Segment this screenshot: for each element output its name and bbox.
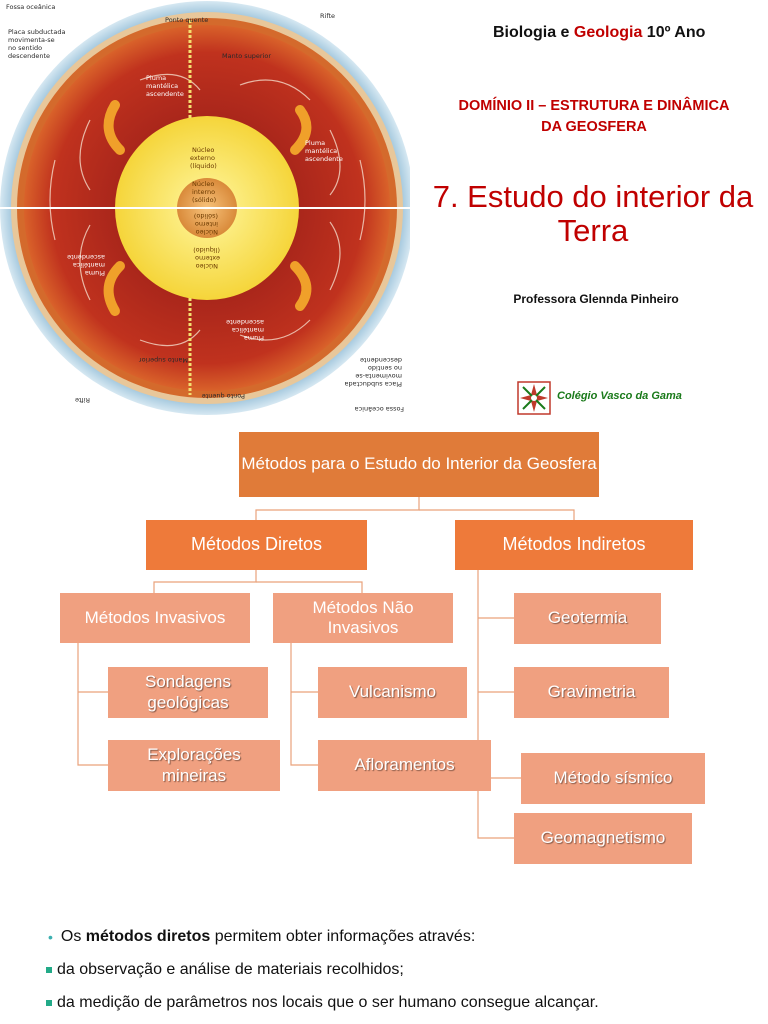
label-rift-mirror: Rifte <box>75 396 90 404</box>
domain-title: DOMÍNIO II – ESTRUTURA E DINÂMICA DA GEO… <box>420 96 768 138</box>
teacher-name: Professora Glennda Pinheiro <box>513 292 679 306</box>
label-outer-core-3: (líquido) <box>190 162 217 170</box>
label-plume-mirror-b: Pluma <box>85 269 105 277</box>
label-hot-spot: Ponto quente <box>165 16 208 24</box>
label-hot-spot-mirror: Ponto quente <box>202 392 245 400</box>
school-logo: Colégio Vasco da Gama <box>517 381 707 415</box>
concept-mining-box: Explorações mineiras <box>108 740 280 791</box>
label-outer-core: Núcleo <box>192 146 214 154</box>
concept-soundings-box: Sondagens geológicas <box>108 667 268 718</box>
concept-outcrops-label: Afloramentos <box>354 755 455 775</box>
concept-non-invasive-label: Métodos Não Invasivos <box>312 597 414 637</box>
label-subducted-plate-mirror-3: no sentido <box>368 364 402 372</box>
concept-seismic-box: Método sísmico <box>521 753 705 804</box>
school-name: Colégio Vasco da Gama <box>557 390 682 402</box>
label-plume-right-2: mantélica <box>305 147 337 155</box>
label-outer-core-mirror: Núcleo <box>196 262 218 270</box>
domain-title-line1: DOMÍNIO II – ESTRUTURA E DINÂMICA <box>458 98 730 114</box>
label-inner-core-mirror-3: (sólido) <box>194 212 218 220</box>
label-subducted-plate-4: descendente <box>8 52 50 60</box>
notes-intro-post: permitem obter informações através: <box>210 927 476 945</box>
label-plume-right: Pluma <box>305 139 325 147</box>
domain-title-line2: DA GEOSFERA <box>541 119 647 135</box>
notes-item-1: da observação e análise de materiais rec… <box>46 953 768 986</box>
concept-non-invasive-box: Métodos Não Invasivos <box>273 593 453 643</box>
topic-title-line2: Terra <box>557 213 629 248</box>
label-plume-mirror-b2: mantélica <box>73 261 105 269</box>
bullet-square-icon <box>46 967 52 973</box>
label-inner-core: Núcleo <box>192 180 214 188</box>
bullet-square-icon <box>46 1000 52 1006</box>
subject-biology: Biologia e <box>493 24 574 41</box>
label-plume-right-3: ascendente <box>305 155 343 163</box>
subject-line: Biologia e Geologia 10º Ano <box>493 24 705 42</box>
label-inner-core-mirror: Núcleo <box>196 228 218 236</box>
label-plume-left-2: mantélica <box>146 82 178 90</box>
direct-methods-notes: • Os métodos diretos permitem obter info… <box>46 920 768 1019</box>
notes-intro: • Os métodos diretos permitem obter info… <box>48 920 768 953</box>
label-plume-left: Pluma <box>146 74 166 82</box>
label-inner-core-2: interno <box>192 188 215 196</box>
label-subducted-plate-mirror: Placa subductada <box>345 380 402 388</box>
concept-root-label: Métodos para o Estudo do Interior da Geo… <box>241 454 597 474</box>
concept-geothermy-box: Geotermia <box>514 593 661 644</box>
concept-geomagnetism-box: Geomagnetismo <box>514 813 692 864</box>
label-rift: Rifte <box>320 12 335 20</box>
label-plume-mirror-2: mantélica <box>232 326 264 334</box>
label-inner-core-mirror-2: interno <box>195 220 218 228</box>
concept-indirect-box: Métodos Indiretos <box>455 520 693 570</box>
concept-seismic-label: Método sísmico <box>553 768 673 788</box>
concept-direct-label: Métodos Diretos <box>190 534 323 555</box>
label-subducted-plate-2: movimenta-se <box>8 36 55 44</box>
label-plume-left-3: ascendente <box>146 90 184 98</box>
concept-volcanism-label: Vulcanismo <box>348 682 437 702</box>
notes-item-1-text: da observação e análise de materiais rec… <box>57 960 404 978</box>
concept-volcanism-box: Vulcanismo <box>318 667 467 718</box>
label-plume-mirror-b3: ascendente <box>67 253 105 261</box>
concept-geomagnetism-label: Geomagnetismo <box>540 828 666 848</box>
label-subducted-plate-mirror-2: movimenta-se <box>355 372 402 380</box>
label-subducted-plate-mirror-4: descendente <box>360 356 402 364</box>
cross-emblem-icon <box>517 381 551 415</box>
label-plume-mirror: Pluma <box>244 334 264 342</box>
notes-intro-bold: métodos diretos <box>85 927 211 945</box>
concept-geothermy-label: Geotermia <box>547 608 628 628</box>
concept-outcrops-box: Afloramentos <box>318 740 491 791</box>
topic-title-line1: 7. Estudo do interior da <box>432 179 754 214</box>
concept-root-box: Métodos para o Estudo do Interior da Geo… <box>239 432 599 497</box>
concept-gravimetry-box: Gravimetria <box>514 667 669 718</box>
topic-title: 7. Estudo do interior da Terra <box>418 180 768 248</box>
concept-direct-box: Métodos Diretos <box>146 520 367 570</box>
label-subducted-plate-3: no sentido <box>8 44 42 52</box>
notes-item-2: da medição de parâmetros nos locais que … <box>46 986 768 1019</box>
concept-mining-label: Explorações mineiras <box>147 745 241 785</box>
label-outer-core-2: externo <box>190 154 215 162</box>
label-subducted-plate: Placa subductada <box>8 28 65 36</box>
subject-geology: Geologia <box>573 24 643 41</box>
concept-invasive-label: Métodos Invasivos <box>84 607 226 627</box>
label-upper-mantle: Manto superior <box>222 52 271 60</box>
concept-invasive-box: Métodos Invasivos <box>60 593 250 643</box>
label-plume-mirror-3: ascendente <box>226 318 264 326</box>
label-outer-core-mirror-2: externo <box>195 254 220 262</box>
notes-item-2-text: da medição de parâmetros nos locais que … <box>57 993 599 1011</box>
label-inner-core-3: (sólido) <box>192 196 216 204</box>
label-upper-mantle-mirror: Manto superior <box>139 356 188 364</box>
concept-indirect-label: Métodos Indiretos <box>502 534 646 555</box>
concept-soundings-label: Sondagens geológicas <box>144 672 232 712</box>
earth-interior-illustration: Fossa oceânica Placa subductada moviment… <box>0 0 410 415</box>
bullet-dot-icon: • <box>48 928 53 945</box>
label-oceanic-trench-mirror: Fossa oceânica <box>355 405 404 413</box>
concept-gravimetry-label: Gravimetria <box>547 682 636 702</box>
label-oceanic-trench: Fossa oceânica <box>6 3 55 11</box>
notes-intro-pre: Os <box>60 927 86 945</box>
subject-year: 10º Ano <box>642 24 706 41</box>
label-outer-core-mirror-3: (líquido) <box>193 246 220 254</box>
